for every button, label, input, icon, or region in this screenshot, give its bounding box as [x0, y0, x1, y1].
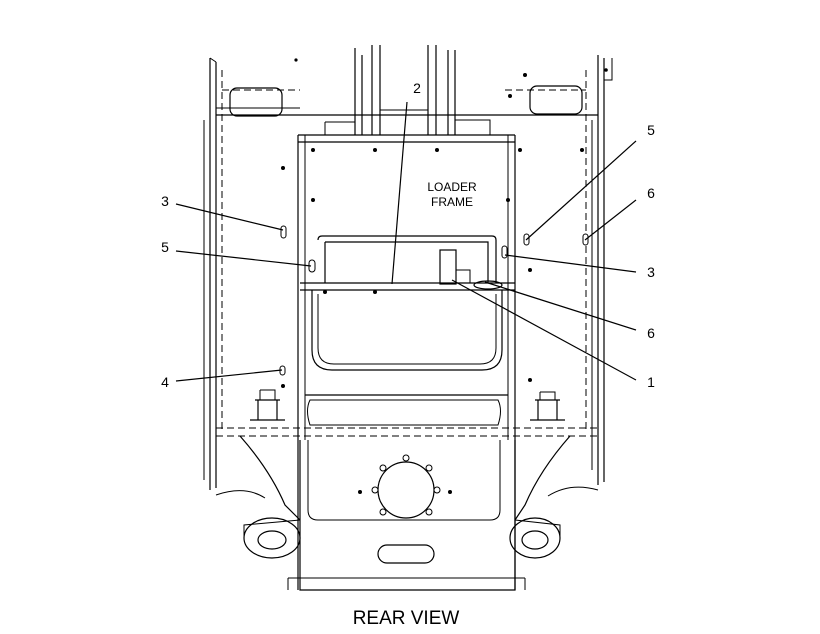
left-lift-slot: [229, 87, 283, 117]
callout-6b: 6: [647, 325, 655, 341]
left-side-plate: [203, 57, 223, 490]
right-gusset: [514, 435, 599, 521]
fasteners: [279, 225, 589, 388]
frame-label-line1: LOADER: [427, 180, 477, 194]
callout-1: 1: [647, 374, 655, 390]
leader-5a: [175, 250, 312, 267]
callout-5b: 5: [647, 122, 655, 138]
bolt-holes: [281, 58, 584, 202]
left-tow-eye: [243, 517, 301, 559]
right-tow-eye: [509, 517, 561, 559]
callout-5a: 5: [161, 239, 169, 255]
right-side-plate: [585, 55, 613, 485]
leader-1: [451, 279, 637, 381]
leader-4: [175, 369, 283, 382]
leader-lines: [175, 101, 637, 382]
callout-3b: 3: [647, 264, 655, 280]
callout-6a: 6: [647, 185, 655, 201]
lower-cross-beam: [216, 394, 598, 437]
callout-3a: 3: [161, 193, 169, 209]
view-caption: REAR VIEW: [353, 608, 460, 629]
leader-5b: [525, 140, 637, 241]
engine-mounts: [250, 389, 565, 421]
left-gusset: [215, 435, 301, 521]
callouts: 2 3 5 4 5 6 3 6 1: [161, 80, 655, 390]
frame-label-line2: FRAME: [431, 195, 473, 209]
access-opening: [300, 235, 515, 371]
leader-3b: [504, 254, 637, 273]
leader-6a: [584, 199, 637, 241]
leader-3a: [175, 203, 284, 231]
top-uprights: [324, 45, 491, 135]
leader-6b: [484, 281, 637, 331]
valve-block: [439, 249, 503, 290]
right-lift-slot: [529, 85, 583, 115]
lower-housing: [287, 440, 526, 591]
callout-4: 4: [161, 374, 169, 390]
leader-2: [391, 101, 408, 285]
callout-2: 2: [413, 80, 421, 96]
inner-walls: [297, 134, 516, 590]
